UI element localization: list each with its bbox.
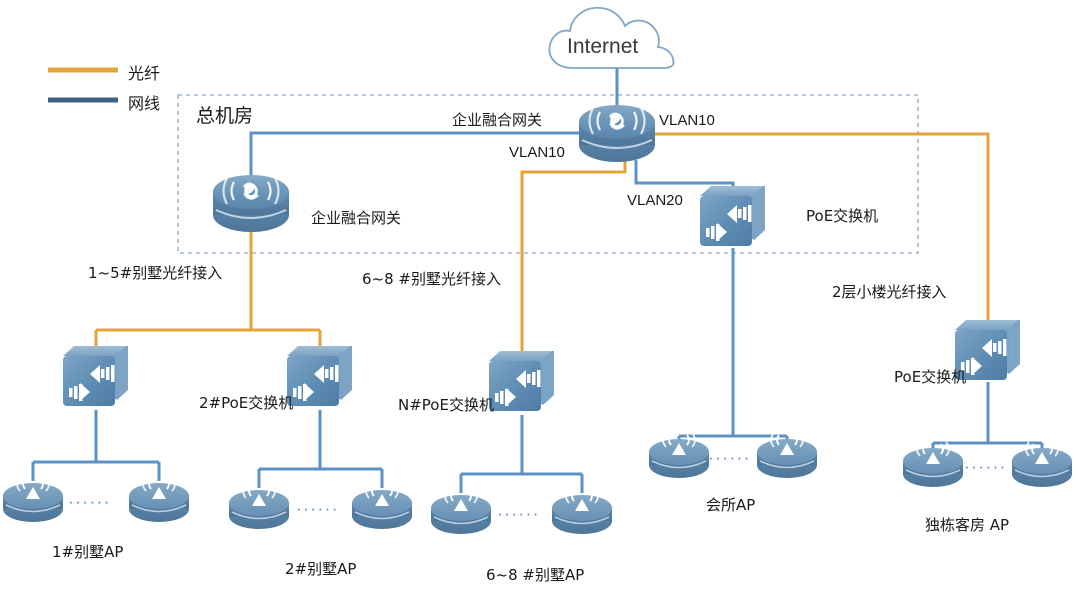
villa68-ap-label: 6~8 #别墅AP (486, 566, 585, 584)
core-gateway-icon (579, 105, 655, 162)
guestroom-ap-ellipsis: ······ (964, 457, 1007, 476)
villa-1-5-fiber-label: 1~5#别墅光纤接入 (88, 264, 223, 282)
core-gateway-label: 企业融合网关 (452, 111, 543, 129)
villa2-ap-ellipsis: ······ (296, 499, 339, 518)
ap-icon (903, 441, 963, 487)
ap-icon (757, 432, 817, 478)
vlan20-label: VLAN20 (627, 192, 683, 209)
villa1-ap-label: 1#别墅AP (52, 543, 124, 561)
guestroom-ap-label: 独栋客房 AP (925, 516, 1010, 534)
villaN-poe-switch-icon (489, 351, 554, 411)
villa1-poe-switch-icon (63, 346, 128, 406)
ap-icon (649, 432, 709, 478)
clubhouse-ap-ellipsis: ······ (708, 448, 751, 467)
internet-cloud-label: Internet (567, 35, 639, 58)
villa2-switch-label: 2#PoE交换机 (199, 394, 294, 412)
villa2-ap-label: 2#别墅AP (285, 560, 357, 578)
left-gateway-label: 企业融合网关 (311, 209, 402, 227)
building-fiber-label: 2层小楼光纤接入 (832, 283, 947, 301)
ap-icon (352, 483, 412, 529)
room-poe-switch-label: PoE交换机 (806, 207, 879, 225)
ap-icon (3, 476, 63, 522)
legend-ethernet-label: 网线 (128, 96, 161, 113)
ap-icon (129, 476, 189, 522)
villa1-ap-ellipsis: ······ (68, 492, 111, 511)
villa68-ap-ellipsis: ······ (497, 504, 540, 523)
vlan10-right-label: VLAN10 (659, 112, 715, 129)
room-poe-switch-icon (700, 186, 765, 246)
ap-icon (229, 483, 289, 529)
villa2-poe-switch-icon (287, 346, 352, 406)
vlan10-left-label: VLAN10 (509, 144, 565, 161)
ap-icon (1012, 441, 1072, 487)
ap-icon (431, 488, 491, 534)
villaN-switch-label: N#PoE交换机 (398, 396, 494, 414)
machine-room-label: 总机房 (196, 105, 254, 127)
ap-icon (552, 488, 612, 534)
legend-fiber-label: 光纤 (128, 66, 161, 83)
left-gateway-icon (213, 175, 289, 232)
building-switch-label: PoE交换机 (894, 368, 967, 386)
villa-6-8-fiber-label: 6~8 #别墅光纤接入 (362, 270, 501, 288)
clubhouse-ap-label: 会所AP (706, 496, 756, 514)
